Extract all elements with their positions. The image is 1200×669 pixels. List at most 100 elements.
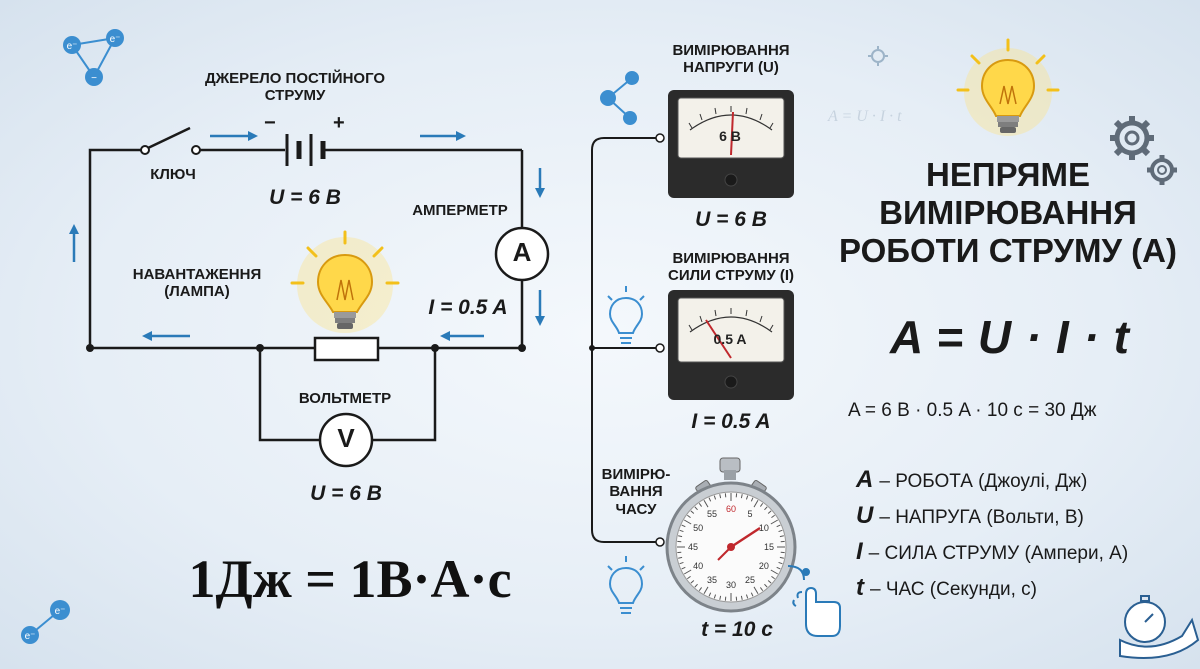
stopwatch-tick — [713, 495, 717, 500]
main-formula: A = U · I · t — [889, 311, 1130, 363]
calculation-text: A = 6 В · 0.5 A · 10 с = 30 Дж — [848, 400, 1097, 421]
voltmeter-label: ВОЛЬТМЕТР — [298, 390, 392, 407]
stopwatch-tick — [759, 503, 764, 507]
stopwatch-tick — [779, 556, 784, 559]
stopwatch-tick — [679, 529, 684, 533]
stopwatch-tick — [703, 586, 709, 595]
stopwatch-tick — [690, 510, 695, 514]
stopwatch-tick — [750, 592, 754, 597]
stopwatch-tick — [745, 594, 749, 599]
svg-text:e⁻: e⁻ — [67, 41, 78, 52]
stopwatch-tick — [778, 529, 783, 533]
stopwatch-tick — [694, 506, 698, 511]
stopwatch-tick — [753, 586, 759, 595]
stopwatch-dial-number: 45 — [688, 542, 698, 552]
gear-icon — [1110, 116, 1154, 160]
svg-text:e⁻: e⁻ — [110, 34, 121, 45]
stopwatch-tick — [708, 497, 712, 502]
svg-text:−: − — [91, 73, 97, 84]
battery-symbol — [285, 134, 326, 166]
stopwatch-dial-number: 5 — [747, 509, 752, 519]
legend-item: U– НАПРУГА (Вольти, В) — [856, 502, 1128, 538]
electron-molecule-icon: e⁻ e⁻ — [21, 600, 70, 644]
stopwatch-tick — [678, 556, 683, 559]
stopwatch-tick — [719, 595, 722, 600]
ammeter-symbol-letter: A — [512, 237, 532, 267]
gear-icon — [1147, 155, 1177, 185]
legend-item: A– РОБОТА (Джоулі, Дж) — [856, 466, 1128, 502]
stopwatch-tick — [687, 514, 691, 519]
load-label: НАВАНТАЖЕННЯ (ЛАМПА) — [132, 266, 262, 301]
legend: A– РОБОТА (Джоулі, Дж) U– НАПРУГА (Вольт… — [856, 466, 1128, 610]
stopwatch-tick — [776, 524, 781, 528]
legend-item: I– СИЛА СТРУМУ (Ампери, А) — [856, 538, 1128, 574]
ammeter-label: АМПЕРМЕТР — [412, 202, 508, 219]
gear-icon — [868, 46, 888, 66]
ammeter-device — [668, 290, 794, 400]
watermark-formula: A = U · I · t — [828, 108, 902, 125]
battery-plus-sign: + — [333, 112, 345, 134]
stopwatch-tick — [770, 569, 779, 575]
stopwatch-dial-number: 50 — [693, 523, 703, 533]
stopwatch-tick — [679, 561, 684, 565]
stopwatch-dial-number: 25 — [745, 575, 755, 585]
legend-text: – НАПРУГА (Вольти, В) — [879, 507, 1084, 528]
lightbulb-outline-icon — [607, 286, 645, 344]
stopwatch-tick — [776, 566, 781, 570]
stopwatch-tick — [745, 495, 749, 500]
stopwatch-tick — [753, 499, 759, 508]
ammeter-value: I = 0.5 A — [428, 296, 508, 319]
current-measure-title: ВИМІРЮВАННЯ СИЛИ СТРУМУ (I) — [668, 250, 794, 285]
voltmeter-display: 6 В — [719, 128, 741, 144]
stopwatch-tick — [681, 566, 686, 570]
legend-symbol: U — [856, 502, 874, 529]
stopwatch-tick — [687, 575, 691, 580]
load-resistor — [313, 336, 380, 362]
stopwatch-tick — [767, 510, 772, 514]
stopwatch-tick — [698, 503, 703, 507]
legend-symbol: t — [856, 574, 864, 601]
stopwatch-dial-number: 40 — [693, 561, 703, 571]
stopwatch-tick — [690, 580, 695, 584]
stopwatch-dial-number: 60 — [726, 504, 736, 514]
stopwatch-tick — [778, 561, 783, 565]
stopwatch-tick — [683, 519, 692, 525]
ammeter-symbol — [494, 226, 550, 282]
legend-symbol: I — [856, 538, 863, 565]
electron-molecule-icon — [600, 71, 639, 125]
voltage-measure-title: ВИМІРЮВАННЯ НАПРУГИ (U) — [672, 42, 790, 77]
stopwatch-tick — [770, 519, 779, 525]
stopwatch-dial-number: 10 — [759, 523, 769, 533]
voltmeter-symbol-letter: V — [337, 423, 355, 453]
legend-symbol: A — [856, 466, 874, 493]
unit-equation: 1Дж = 1В·А·с — [188, 549, 512, 609]
svg-text:e⁻: e⁻ — [25, 631, 36, 642]
stopwatch-tick — [703, 499, 709, 508]
voltmeter-value: U = 6 В — [310, 482, 382, 505]
legend-text: – РОБОТА (Джоулі, Дж) — [879, 471, 1088, 492]
stopwatch-tick — [779, 535, 784, 538]
stopwatch-dial-number: 35 — [707, 575, 717, 585]
tap-hand-icon — [787, 565, 841, 637]
stopwatch-hand-icon — [1119, 595, 1200, 659]
ammeter-display: 0.5 A — [713, 331, 747, 347]
lightbulb-icon — [956, 38, 1060, 136]
page-title: НЕПРЯМЕ ВИМІРЮВАННЯ РОБОТИ СТРУМУ (А) — [839, 156, 1177, 269]
current-arrows — [69, 131, 545, 341]
stopwatch-tick — [683, 569, 692, 575]
stopwatch-tick — [698, 587, 703, 591]
battery-minus-sign: − — [264, 112, 276, 134]
stopwatch-tick — [681, 524, 686, 528]
legend-text: – СИЛА СТРУМУ (Ампери, А) — [868, 543, 1129, 564]
stopwatch-tick — [740, 595, 743, 600]
stopwatch-tick — [764, 506, 768, 511]
legend-text: – ЧАС (Секунди, с) — [870, 579, 1037, 600]
stopwatch-tick — [740, 494, 743, 499]
calculation: A = 6 В · 0.5 A · 10 с = 30 Дж — [848, 400, 1096, 422]
legend-item: t – ЧАС (Секунди, с) — [856, 574, 1128, 610]
voltmeter-symbol — [318, 412, 374, 468]
svg-text:e⁻: e⁻ — [55, 606, 66, 617]
key-label: КЛЮЧ — [150, 166, 196, 183]
